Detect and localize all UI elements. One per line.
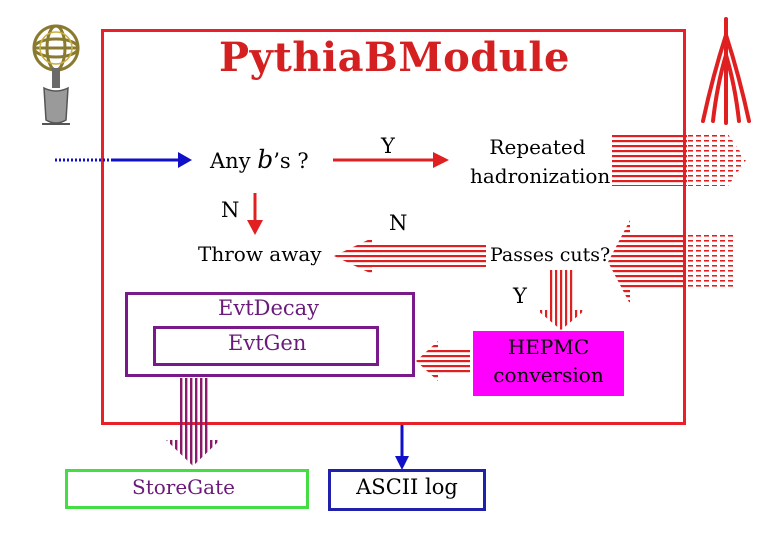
evtdecay-box [125,292,415,377]
any-b-italic: b [257,145,274,174]
cuts-yes-flow [537,270,585,330]
ascii-log-box [328,469,486,511]
any-b-question: Any b’s ? [210,145,309,174]
evtgen-box [153,326,379,366]
cuts-in-flow-tail [686,234,733,290]
repeated-hadronization-line1: Repeated [489,135,586,159]
hepmc-line1: HEPMC [507,335,590,359]
module-title: PythiaBModule [219,34,570,81]
hepmc-to-evt-flow [416,341,470,381]
module-frame [101,29,686,425]
passes-cuts-label: Passes cuts? [490,244,611,266]
repeat-out-flow-head [687,134,746,186]
lab-logo-icon [701,17,751,125]
to-ascii-arrow-head [395,456,409,470]
storegate-label: StoreGate [132,475,235,499]
storegate-box [65,469,309,509]
evtdecay-label: EvtDecay [218,296,320,320]
cuts-in-flow [608,220,686,304]
yes-label-2: Y [513,284,527,308]
no-arrow-head [247,220,263,235]
throw-away-label: Throw away [198,242,322,266]
hepmc-line2: conversion [493,363,604,387]
throw-away-flow [334,238,486,274]
atlas-logo-icon [32,24,80,125]
no-label-1: N [221,198,240,222]
yes-arrow-head [433,152,449,168]
input-arrow-head [178,152,192,168]
any-b-prefix: Any [210,149,258,173]
no-label-2: N [389,211,408,235]
ascii-log-label: ASCII log [356,475,458,499]
evtgen-label: EvtGen [228,331,307,355]
to-storegate-flow [166,378,220,466]
hepmc-box [473,331,624,396]
repeat-out-flow [612,134,687,186]
yes-label-1: Y [381,134,395,158]
any-b-suffix: ’s ? [273,149,309,173]
repeated-hadronization-line2: hadronization [470,164,611,188]
